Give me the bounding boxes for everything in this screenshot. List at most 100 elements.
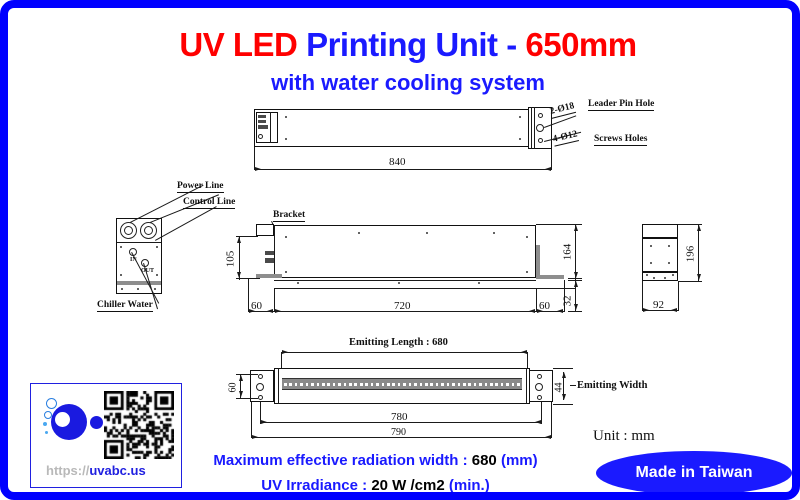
top-view-connector-fin-3 (258, 125, 268, 129)
dim-32-cap-top (568, 280, 582, 281)
dim-44-line (563, 372, 564, 400)
front-view-bottom-rail (274, 280, 536, 282)
top-view-screw-dot (285, 138, 288, 141)
callout-screws-dia: 4-Ø12 (551, 129, 579, 147)
port-label-in: IN (130, 257, 137, 263)
front-view-dot (285, 271, 288, 274)
top-view-leader-pin-hole (536, 124, 544, 132)
dim-60-bottom-label: 60 (227, 382, 239, 393)
dim-790-ext-left (251, 402, 252, 438)
dim-32-label: 32 (561, 295, 574, 307)
dim-840-line (254, 169, 552, 170)
side-view-base-dot (646, 274, 649, 277)
front-view-dot (285, 236, 288, 239)
port-label-out: OUT (141, 268, 155, 274)
bottom-view-screw-hole (258, 395, 263, 400)
qr-code[interactable] (104, 391, 174, 459)
dim-105-arrow-down (236, 272, 241, 278)
top-view-body (254, 109, 544, 147)
dim-164-arrow-up (573, 225, 578, 231)
dim-196-line (698, 224, 699, 281)
top-view-connector-fin-1 (258, 115, 266, 118)
top-view-screw-dot (519, 116, 522, 119)
front-view-dot (526, 271, 529, 274)
dim-60-arrow-up (238, 375, 243, 381)
panel-base-dot (137, 288, 140, 291)
dim-32-ext (575, 280, 576, 312)
dim-780-ext-right (541, 402, 542, 424)
website-url[interactable]: https://uvabc.us (46, 463, 146, 478)
bottom-view-housing-inner-left (278, 368, 279, 404)
front-view-right-bracket-foot (536, 275, 564, 279)
led-emitter-array (282, 378, 522, 390)
spec-irradiance-label: UV Irradiance : (261, 477, 372, 494)
control-line-connector-inner (144, 226, 153, 235)
dim-emitting-length-ext-left (281, 352, 282, 373)
dim-32-arrow-up (573, 281, 578, 287)
dim-164-cap-bottom (568, 278, 582, 279)
top-view-screw-dot (519, 138, 522, 141)
spec-radiation-suffix: (mm) (496, 452, 538, 469)
bottom-view-leader-pin-hole (256, 383, 264, 391)
front-view-rail-dot (297, 282, 300, 285)
dim-790-arrow-left (252, 434, 258, 439)
title-segment-printing-unit: Printing Unit - (306, 26, 526, 63)
side-view-body (642, 238, 678, 272)
dim-60-ext-bottom (236, 398, 258, 399)
dim-60L-ext-a (248, 278, 249, 312)
top-view-screw-dot (285, 116, 288, 119)
front-view-fin-2 (265, 258, 274, 263)
side-view-base-dot (664, 277, 667, 280)
top-view-screw-hole (538, 138, 543, 143)
dim-780-arrow-left (261, 419, 267, 424)
front-view-right-bracket-arm (536, 245, 540, 277)
dim-bottom-line (248, 311, 565, 312)
dim-840-label: 840 (389, 156, 406, 168)
title-segment-650mm: 650mm (525, 26, 637, 63)
dim-44-label: 44 (553, 382, 565, 393)
side-view-top-block (642, 224, 678, 238)
dim-164-label: 164 (561, 243, 574, 261)
logo-dot-small-a (43, 422, 47, 426)
top-view-flange-line-a (531, 107, 532, 149)
unit-note: Unit : mm (593, 428, 655, 444)
front-view-rail-dot (398, 282, 401, 285)
bottom-view-screw-hole (537, 374, 542, 379)
dim-44-arrow-up (561, 372, 566, 378)
dim-164-cap-top (568, 224, 582, 225)
dim-840-arrow-right (545, 166, 551, 171)
dim-196-arrow-up (696, 225, 701, 231)
front-view-left-foot (256, 274, 282, 278)
url-domain: uvabc.us (89, 463, 146, 478)
spec-line-irradiance: UV Irradiance : 20 W /cm2 (min.) (203, 477, 548, 494)
dim-60L-ext-b (274, 289, 275, 312)
dim-790-label: 790 (391, 427, 406, 438)
dim-60R-arrow-right (557, 308, 563, 313)
dim-840-arrow-left (255, 166, 261, 171)
callout-emitting-length: Emitting Length : 680 (349, 337, 448, 348)
top-view-connector-divider (270, 112, 271, 143)
logo-dot-small-b (45, 431, 48, 434)
dim-720-arrow-left (275, 308, 281, 313)
side-view-dot (650, 262, 653, 265)
front-view-body (274, 225, 536, 278)
top-view-connector-fin-2 (258, 120, 266, 123)
dim-92-ext-right (678, 281, 679, 311)
dim-720-arrow-right (529, 308, 535, 313)
dim-105-line (239, 236, 240, 280)
spec-radiation-label: Maximum effective radiation width : (213, 452, 472, 469)
spec-irradiance-value: 20 W /cm2 (371, 477, 445, 494)
logo-qr-panel[interactable]: https://uvabc.us (30, 383, 182, 488)
dim-164-ext (575, 224, 576, 280)
dim-790-line (251, 437, 552, 438)
dim-60-left-label: 60 (251, 300, 262, 312)
callout-chiller-water: Chiller Water (97, 300, 153, 312)
dim-44-ext-bottom (553, 404, 573, 405)
dim-780-label: 780 (391, 411, 408, 423)
front-view-bottom-rail-2 (274, 288, 536, 289)
dim-196-ext-bottom (678, 281, 702, 282)
front-view-rail-dot (478, 282, 481, 285)
dim-196-arrow-down (696, 274, 701, 280)
url-scheme: https:// (46, 463, 90, 478)
dim-60R-ext (564, 280, 565, 312)
